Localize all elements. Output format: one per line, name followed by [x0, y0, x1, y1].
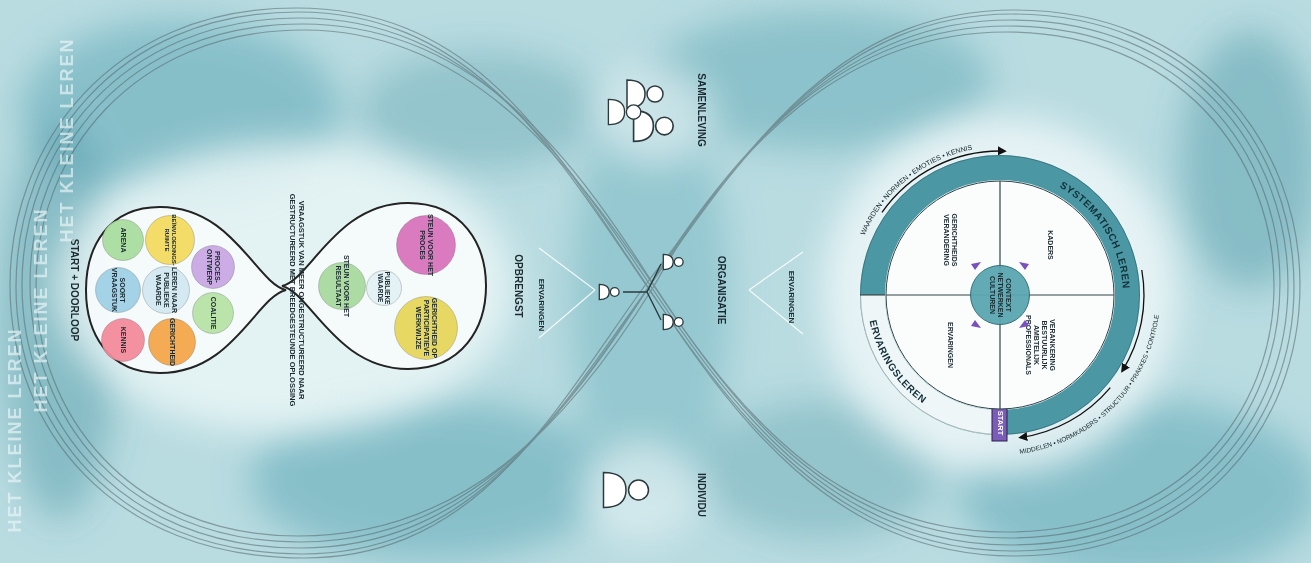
ring-outer-label: WAARDEN • NORMEN • EMOTIES • KENNIS — [859, 144, 973, 236]
node-text: LEREN NAAR PUBLIEKE WAARDE — [142, 258, 190, 322]
ring-outer-label-path: WAARDEN • NORMEN • EMOTIES • KENNIS — [859, 144, 973, 236]
cycle-arrow — [1020, 388, 1110, 438]
text-label: ERVARINGEN — [536, 255, 546, 355]
node-text: VERANKERING BESTUURLIJK AMBTELIJK PROFES… — [1024, 307, 1056, 383]
society-icons — [608, 80, 673, 141]
organisation-branch — [623, 264, 661, 320]
quadrant-disk: GERICHTHEIDS VERANDERING KADERS VERANKERIN… — [886, 181, 1114, 409]
topic-circle: PUBLIEKE WAARDE — [366, 270, 402, 306]
topic-circle: SOORT VRAAGSTUK — [95, 267, 141, 313]
text-label: ERVARINGEN — [786, 247, 796, 347]
node-text: STEUN VOOR HET PROCES — [396, 207, 456, 283]
ring-edge — [861, 156, 1140, 435]
inner-disk — [886, 181, 1114, 409]
node-text: ARENA — [102, 211, 144, 269]
infinity-loop — [10, 8, 1300, 558]
topic-circle: CONTEXT NETWERKEN CULTUREN — [970, 265, 1030, 325]
topic-circle: KENNIS — [101, 318, 145, 362]
node-text: COALITIE — [192, 284, 234, 342]
topic-circle: STEUN VOOR HET RESULTAAT — [318, 262, 366, 310]
text-label: VRAAGSTUK VAN MEER ONGESTRUCTUREERD NAAR… — [288, 185, 306, 415]
watermark-text: HET KLEINE LEREN — [57, 20, 79, 260]
node-text: SOORT VRAAGSTUK — [95, 259, 141, 321]
ring-outer-label-path: MIDDELEN • NORMKADERS • STRUCTUUR • PRAK… — [1019, 313, 1160, 454]
node-text: GERICHTHEID OP PARTICIPATIEVE WERKWIJZE — [394, 288, 458, 368]
text-label: INDIVIDU — [695, 445, 707, 545]
ring-outer-label: MIDDELEN • NORMKADERS • STRUCTUUR • PRAK… — [1019, 313, 1160, 454]
topic-circle: STEUN VOOR HET PROCES — [396, 215, 456, 275]
person-icon — [627, 80, 663, 108]
purple-markers — [971, 262, 1029, 328]
node-text: CONTEXT NETWERKEN CULTUREN — [970, 265, 1030, 325]
quadrant-cross — [886, 181, 1114, 409]
topic-circle: COALITIE — [192, 292, 234, 334]
hourglass-bulb: OPBRENGSTSTEUN VOOR HET PROCESPUBLIEKE W… — [300, 200, 488, 372]
node-text: BEÏNVLOEDINGS-RUIMTE — [145, 207, 195, 273]
node-text: PUBLIEKE WAARDE — [366, 262, 402, 314]
person-icon — [608, 99, 640, 124]
node-text: OPBRENGST — [513, 220, 525, 352]
individual-icon — [604, 473, 649, 508]
learning-ring: SYSTEMATISCH LERENERVARINGSLERENSTARTGER… — [860, 155, 1140, 435]
cycle-arrow — [1122, 270, 1144, 371]
ring-divider — [860, 295, 885, 296]
text-label: ORGANISATIE — [715, 230, 727, 350]
experience-lines — [539, 248, 803, 338]
hourglass-bulb: START + DOORLOOPKENNISSOORT VRAAGSTUKARE… — [88, 205, 268, 375]
person-icon — [663, 314, 683, 329]
topic-circle: LEREN NAAR PUBLIEKE WAARDE — [142, 266, 190, 314]
start-box — [992, 405, 1007, 441]
person-icon — [663, 254, 683, 269]
hourglass-bulb — [86, 207, 286, 373]
topic-circle: GERICHTHEID OP PARTICIPATIEVE WERKWIJZE — [394, 296, 458, 360]
white-glows — [55, 65, 1178, 540]
node-text: KADERS — [1046, 205, 1054, 285]
topic-circle: ARENA — [102, 219, 144, 261]
topic-circle: BEÏNVLOEDINGS-RUIMTE — [145, 215, 195, 265]
node-text: KENNIS — [101, 310, 145, 370]
watermark-text: HET KLEINE LEREN — [5, 310, 27, 550]
watercolor-blotches — [0, 10, 1311, 563]
organisation-icons — [599, 254, 683, 329]
circle-shape — [971, 266, 1030, 325]
topic-circle: GERICHTHEID — [148, 318, 196, 366]
node-text: GERICHTHEIDS VERANDERING — [942, 200, 958, 280]
start-marker: START — [992, 405, 1007, 441]
text-label: SAMENLEVING — [695, 50, 707, 170]
cycle-arrows — [882, 151, 1144, 438]
watermark-text: HET KLEINE LEREN — [31, 190, 53, 430]
node-text: GERICHTHEID — [148, 310, 196, 374]
node-text: STEUN VOOR HET RESULTAAT — [318, 254, 366, 318]
node-text: ERVARINGEN — [946, 305, 954, 385]
node-text: PROCES-ONTWERP — [191, 237, 235, 297]
person-icon — [599, 284, 619, 299]
hourglass-bulb — [282, 203, 486, 369]
node-text: START — [992, 405, 1007, 441]
topic-circle: PROCES-ONTWERP — [191, 245, 235, 289]
